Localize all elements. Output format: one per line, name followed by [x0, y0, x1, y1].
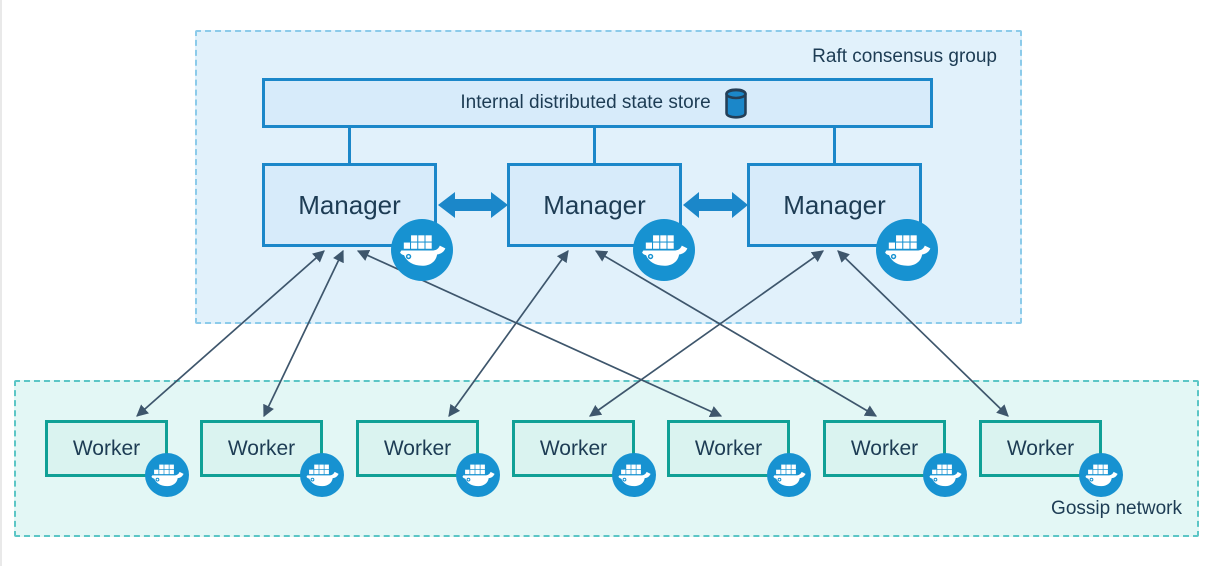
- manager-node-2: Manager: [507, 163, 682, 247]
- manager-label: Manager: [783, 189, 886, 220]
- state-store-box: Internal distributed state store: [262, 78, 933, 128]
- store-manager-connector: [593, 127, 596, 163]
- worker-label: Worker: [72, 436, 141, 460]
- manager-label: Manager: [298, 189, 401, 220]
- docker-whale-icon: [876, 219, 938, 281]
- docker-whale-icon: [633, 219, 695, 281]
- docker-whale-icon: [767, 453, 811, 497]
- docker-whale-icon: [145, 453, 189, 497]
- worker-node-7: Worker: [979, 420, 1102, 477]
- database-cylinder-icon: [723, 88, 749, 119]
- manager-label: Manager: [543, 189, 646, 220]
- docker-whale-icon: [391, 219, 453, 281]
- raft-group-label: Raft consensus group: [812, 46, 997, 67]
- worker-label: Worker: [383, 436, 452, 460]
- manager-peer-arrow: [683, 192, 748, 218]
- manager-peer-arrow: [438, 192, 508, 218]
- state-store-label: Internal distributed state store: [460, 92, 711, 113]
- docker-whale-icon: [300, 453, 344, 497]
- worker-label: Worker: [694, 436, 763, 460]
- gossip-network-label: Gossip network: [1051, 498, 1182, 519]
- docker-whale-icon: [923, 453, 967, 497]
- manager-node-1: Manager: [262, 163, 437, 247]
- worker-label: Worker: [227, 436, 296, 460]
- docker-whale-icon: [1079, 453, 1123, 497]
- docker-whale-icon: [612, 453, 656, 497]
- worker-label: Worker: [539, 436, 608, 460]
- store-manager-connector: [833, 127, 836, 163]
- store-manager-connector: [348, 127, 351, 163]
- worker-label: Worker: [850, 436, 919, 460]
- docker-whale-icon: [456, 453, 500, 497]
- worker-label: Worker: [1006, 436, 1075, 460]
